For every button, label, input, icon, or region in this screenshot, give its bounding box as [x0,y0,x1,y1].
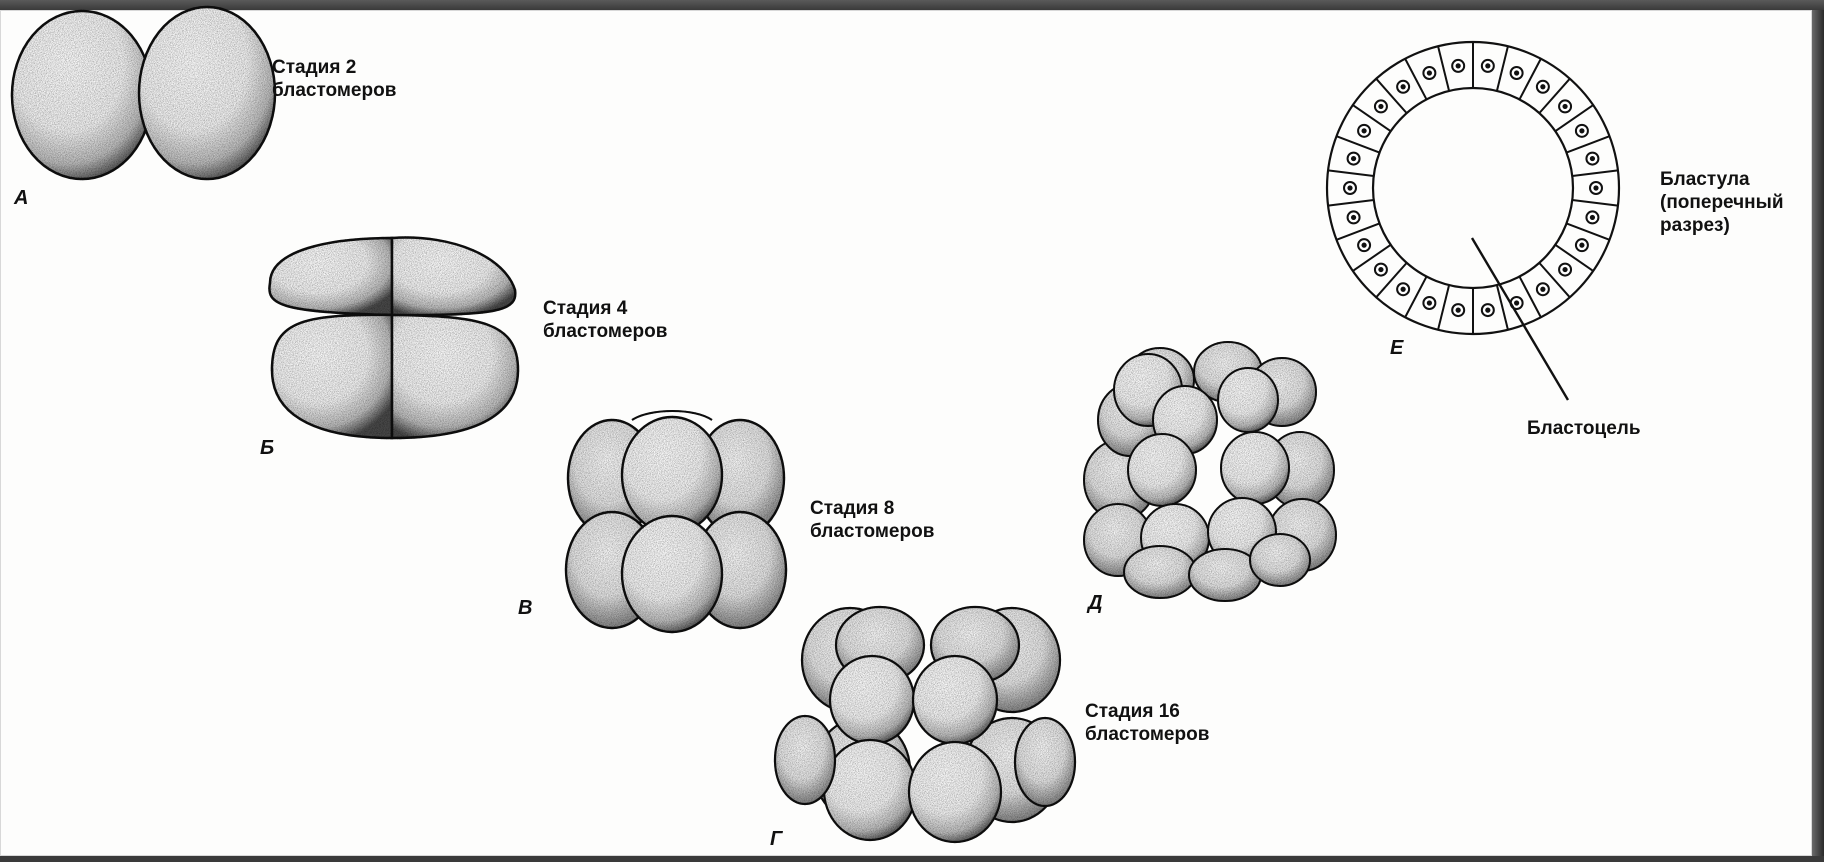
blastula-nucleolus [1579,243,1584,248]
blastula-cell-wall [1336,223,1379,239]
blastula-cell-wall [1336,136,1379,152]
blastula-cell-wall [1405,277,1426,318]
blastomere [392,238,515,316]
blastomere [1124,546,1196,598]
stage-a-label: Стадия 2 бластомеров [272,56,396,102]
blastomere [1218,368,1278,432]
blastula-nucleolus [1456,308,1461,313]
stage-v-embryo [566,411,786,632]
stage-b-label: Стадия 4 бластомеров [543,297,667,343]
stage-g-embryo [775,607,1075,842]
blastula-nucleolus [1401,287,1406,292]
stage-d-letter: Д [1088,592,1102,615]
blastomere [913,656,997,744]
blastula-cell-wall [1438,46,1449,91]
stage-b-embryo [266,190,522,442]
blastula-nucleolus [1347,185,1352,190]
blastula-nucleolus [1485,63,1490,68]
blastula-nucleolus [1590,215,1595,220]
stage-g-label: Стадия 16 бластомеров [1085,700,1209,746]
blastomere [1250,534,1310,586]
blastula-nucleolus [1401,84,1406,89]
blastula-nucleolus [1456,63,1461,68]
blastula-cell-wall [1497,285,1508,330]
stage-v-label: Стадия 8 бластомеров [810,497,934,543]
blastula-nucleolus [1485,308,1490,313]
stage-g-letter: Г [770,828,782,851]
blastula-nucleolus [1351,156,1356,161]
stage-v-letter: В [518,597,532,620]
blastula-cell-wall [1328,170,1374,176]
blastula-nucleolus [1361,128,1366,133]
blastomere [272,315,392,438]
blastomere [12,11,152,179]
blastula-nucleolus [1427,300,1432,305]
blastula-cell-wall [1519,59,1540,100]
blastula-nucleolus [1593,185,1598,190]
stage-e-letter: Е [1390,337,1403,360]
blastula-nucleolus [1579,128,1584,133]
stage-a-letter: А [14,187,28,210]
blastula-nucleolus [1562,267,1567,272]
stage-e-blastula [1327,42,1619,334]
stage-b-letter: Б [260,437,274,460]
blastula-cell-wall [1405,59,1426,100]
blastula-nucleolus [1361,243,1366,248]
blastula-nucleolus [1514,300,1519,305]
blastomere [269,238,392,315]
blastomere [1128,434,1196,506]
blastula-inner-edge [1373,88,1573,288]
blastomere [775,716,835,804]
blastomere [824,740,916,840]
blastocoel-label: Бластоцель [1527,417,1641,440]
blastula-nucleolus [1590,156,1595,161]
blastula-cell-wall [1567,223,1610,239]
blastula-cell-wall [1567,136,1610,152]
blastula-nucleolus [1514,70,1519,75]
stage-e-label: Бластула (поперечный разрез) [1660,168,1784,237]
blastula-nucleolus [1562,104,1567,109]
blastula-nucleolus [1427,70,1432,75]
blastula-nucleolus [1540,287,1545,292]
blastocoel-pointer-line [1472,238,1568,400]
blastula-cell-wall [1572,200,1618,206]
blastomere [830,656,914,744]
blastula-nucleolus [1351,215,1356,220]
blastula-nucleolus [1378,104,1383,109]
blastula-cell-wall [1328,200,1374,206]
blastula-cell-wall [1519,277,1540,318]
blastula-nucleolus [1540,84,1545,89]
stage-a-embryo [12,7,275,179]
blastula-cell-wall [1438,285,1449,330]
blastomere [139,7,275,179]
blastomere [622,516,722,632]
stage-d-embryo [1084,342,1336,601]
blastomere [392,315,518,438]
blastula-cell-wall [1572,170,1618,176]
blastomere [1221,432,1289,504]
blastula-cell-wall [1497,46,1508,91]
blastomere [1015,718,1075,806]
blastula-nucleolus [1378,267,1383,272]
blastomere [909,742,1001,842]
